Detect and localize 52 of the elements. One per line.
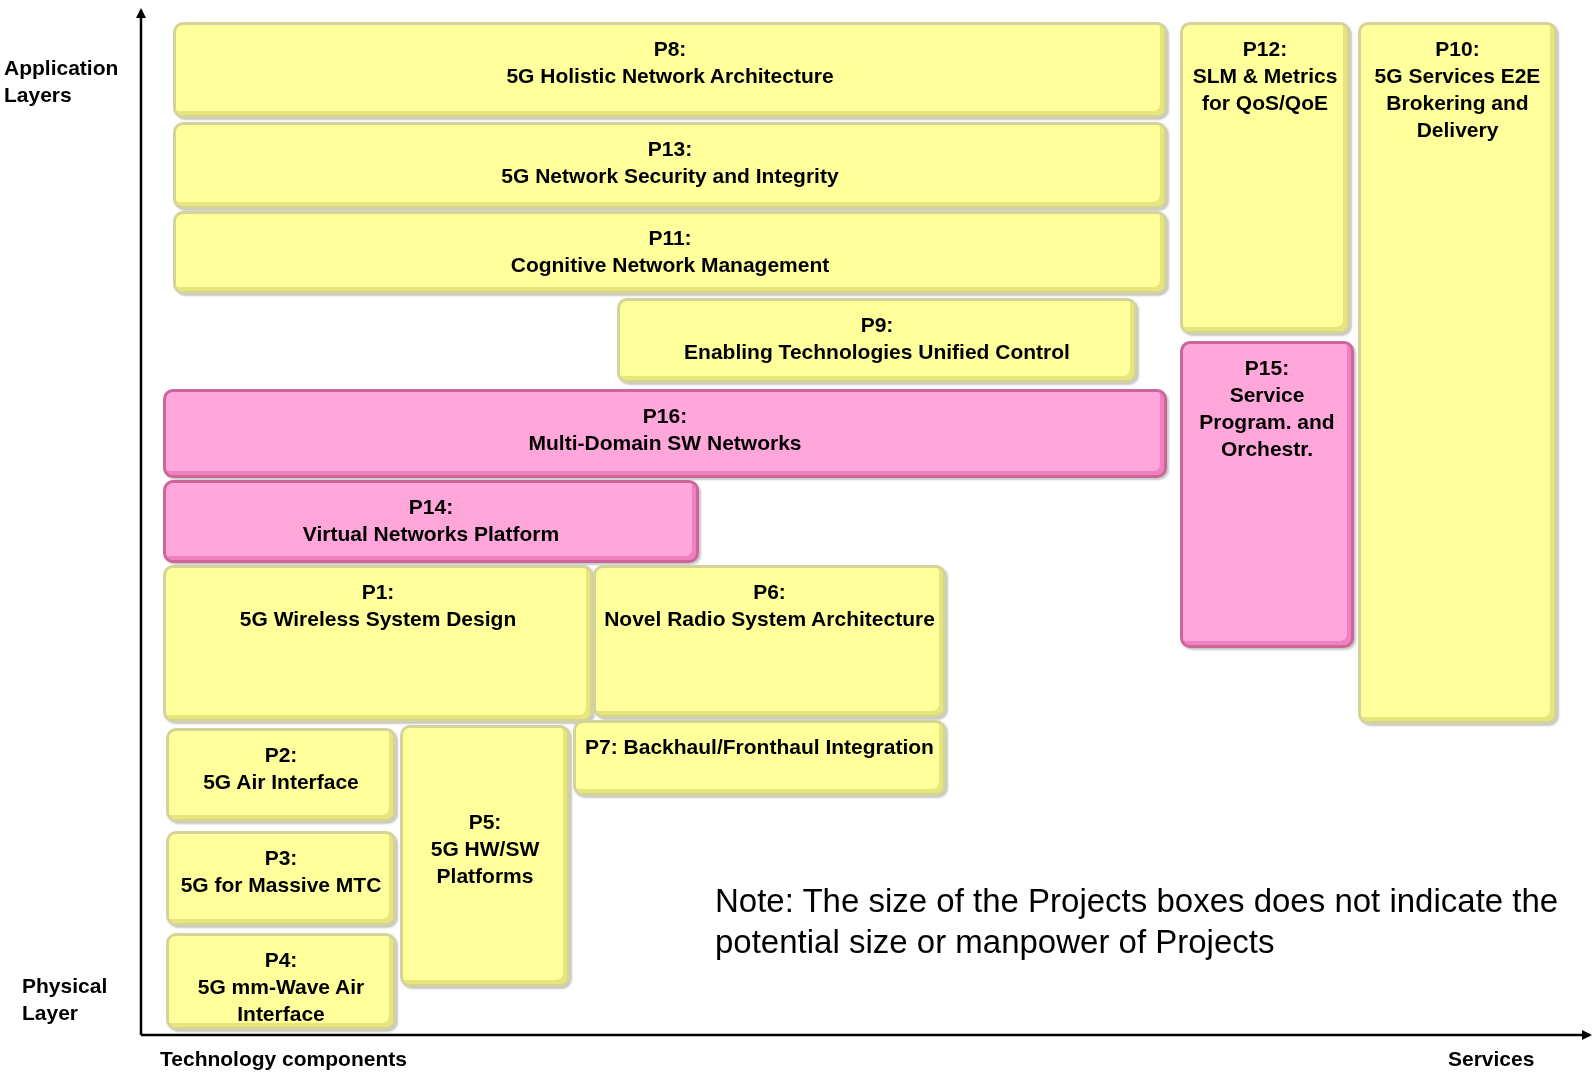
project-box	[1180, 341, 1354, 648]
project-box	[173, 211, 1167, 294]
project-title: Enabling Technologies Unified Control	[683, 339, 1071, 365]
project-number: P6:	[752, 579, 787, 605]
note-text: Note: The size of the Projects boxes does not indicate the potential size or manpower of Projects	[715, 881, 1560, 962]
project-title: Novel Radio System Architecture	[603, 606, 936, 632]
project-number: P15:	[1243, 355, 1291, 381]
project-title: 5G Wireless System Design	[238, 606, 518, 632]
project-title: 5G Holistic Network Architecture	[505, 63, 835, 89]
project-title: Virtual Networks Platform	[301, 521, 561, 547]
project-number: P4:	[263, 947, 299, 973]
project-number: P10:	[1434, 36, 1481, 62]
project-box	[573, 720, 946, 796]
project-box	[166, 831, 396, 926]
project-number: P12:	[1241, 36, 1289, 62]
project-title: 5G mm-Wave Air Interface	[196, 974, 366, 1027]
project-box	[400, 725, 570, 987]
project-number: P14:	[407, 494, 455, 520]
project-box	[1358, 22, 1557, 724]
project-title: 5G for Massive MTC	[179, 872, 383, 898]
axis-label: Physical Layer	[22, 973, 109, 1026]
project-box	[163, 565, 593, 722]
project-box	[173, 122, 1167, 209]
project-box	[166, 728, 396, 822]
project-box	[1180, 22, 1350, 334]
project-title: P7: Backhaul/Fronthaul Integration	[584, 734, 935, 760]
project-box	[617, 298, 1137, 383]
project-box	[173, 22, 1167, 118]
project-number: P2:	[263, 742, 299, 768]
axis-label: Application Layers	[4, 55, 120, 108]
project-number: P11:	[647, 225, 693, 251]
project-title: Cognitive Network Management	[509, 252, 831, 278]
project-box	[163, 389, 1167, 478]
project-box	[163, 480, 699, 563]
project-number: P8:	[652, 36, 688, 62]
axis-label: Services	[1448, 1046, 1536, 1072]
project-title: 5G Air Interface	[202, 769, 360, 795]
project-title: SLM & Metrics for QoS/QoE	[1191, 63, 1339, 116]
project-number: P9:	[859, 312, 895, 338]
project-number: P3:	[263, 845, 299, 871]
project-title: Multi-Domain SW Networks	[527, 430, 803, 456]
project-title: 5G Network Security and Integrity	[500, 163, 840, 189]
project-title: Service Program. and Orchestr.	[1198, 382, 1336, 462]
project-box	[166, 933, 396, 1030]
project-number: P13:	[646, 136, 694, 162]
project-title: 5G Services E2E Brokering and Delivery	[1373, 63, 1542, 143]
axis-label: Technology components	[160, 1046, 408, 1072]
project-number: P5:	[467, 809, 503, 835]
project-number: P16:	[641, 403, 689, 429]
project-number: P1:	[360, 579, 396, 605]
project-title: 5G HW/SW Platforms	[429, 836, 541, 889]
project-box	[593, 565, 946, 718]
